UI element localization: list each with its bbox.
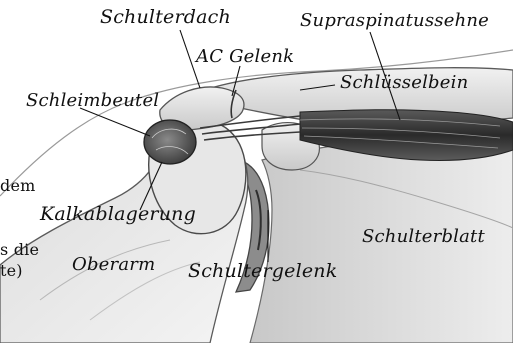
label-shoulder-joint: Schultergelenk bbox=[188, 262, 337, 281]
label-shoulder-blade: Schulterblatt bbox=[362, 228, 485, 246]
bursa-calcification bbox=[144, 120, 196, 164]
leader-bursa bbox=[80, 108, 150, 136]
label-ac-joint: AC Gelenk bbox=[196, 48, 294, 66]
cropped-text-line-1: dem bbox=[0, 178, 35, 194]
label-upper-arm: Oberarm bbox=[72, 256, 155, 274]
label-supraspinatus-tendon: Supraspinatussehne bbox=[300, 12, 489, 30]
label-shoulder-roof: Schulterdach bbox=[100, 8, 231, 27]
label-collarbone: Schlüsselbein bbox=[340, 74, 468, 92]
label-calcification: Kalkablagerung bbox=[40, 205, 196, 224]
label-bursa: Schleimbeutel bbox=[26, 92, 159, 110]
cropped-text-line-3: te) bbox=[0, 263, 23, 279]
cropped-text-line-2: s die bbox=[0, 242, 39, 258]
